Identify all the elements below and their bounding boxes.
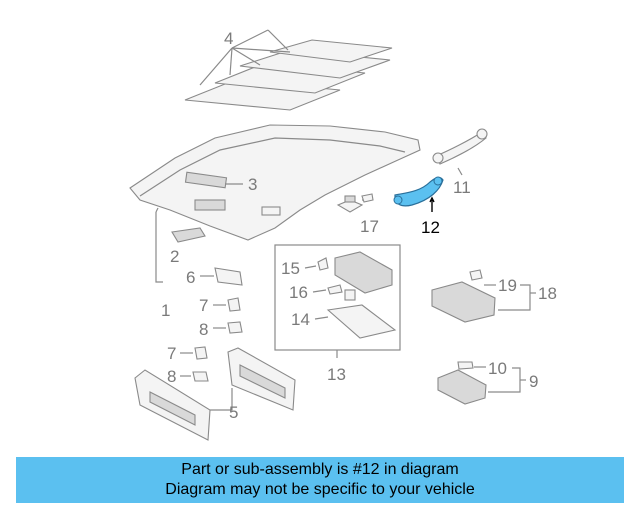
callout-7-upper: 7 — [199, 296, 208, 315]
headliner — [129, 124, 421, 241]
part-12-shape — [394, 176, 444, 207]
banner-line-2: Diagram may not be specific to your vehi… — [165, 481, 475, 498]
callout-10: 10 — [488, 359, 507, 378]
callout-13: 13 — [327, 365, 346, 384]
part-7-upper — [227, 297, 241, 312]
callout-15: 15 — [281, 259, 300, 278]
roof-panels — [184, 39, 393, 111]
banner-line-1: Part or sub-assembly is #12 in diagram — [181, 461, 459, 478]
callout-12: 12 — [421, 218, 440, 237]
leader-18 — [498, 284, 531, 311]
part-6 — [214, 267, 243, 286]
callout-19: 19 — [498, 276, 517, 295]
callout-2: 2 — [170, 247, 179, 266]
part-8-lower — [192, 371, 209, 382]
overhead-console — [317, 251, 397, 339]
part-8-upper — [227, 321, 243, 334]
callout-7-lower: 7 — [167, 344, 176, 363]
callout-18: 18 — [538, 284, 557, 303]
callout-16: 16 — [289, 283, 308, 302]
callout-14: 14 — [291, 310, 310, 329]
sun-visors — [134, 347, 296, 441]
callout-11: 11 — [453, 178, 471, 197]
leader-4 — [199, 29, 291, 86]
part-7-lower — [194, 346, 208, 360]
parts-diagram: 4 3 2 1 6 7 8 7 8 5 11 12 17 15 16 14 13… — [129, 29, 557, 441]
dome-lamp — [431, 269, 496, 323]
leader-14 — [314, 316, 329, 320]
callout-3: 3 — [248, 175, 257, 194]
leader-15 — [304, 265, 317, 269]
callout-4: 4 — [224, 29, 233, 48]
callout-9: 9 — [529, 372, 538, 391]
leader-16 — [312, 289, 327, 293]
info-banner: Part or sub-assembly is #12 in diagram D… — [16, 457, 624, 503]
leader-11 — [457, 167, 463, 176]
callout-5: 5 — [229, 403, 238, 422]
callout-1: 1 — [161, 301, 170, 320]
leader-1 — [155, 212, 163, 283]
map-lamp — [437, 361, 487, 405]
callout-17: 17 — [360, 217, 379, 236]
part-17 — [336, 193, 374, 213]
part-11-grab-handle — [435, 131, 487, 165]
part-12-grab-handle[interactable] — [393, 176, 444, 207]
callout-8-upper: 8 — [199, 320, 208, 339]
callout-8-lower: 8 — [167, 367, 176, 386]
callout-6: 6 — [186, 268, 195, 287]
part-2 — [171, 227, 206, 243]
